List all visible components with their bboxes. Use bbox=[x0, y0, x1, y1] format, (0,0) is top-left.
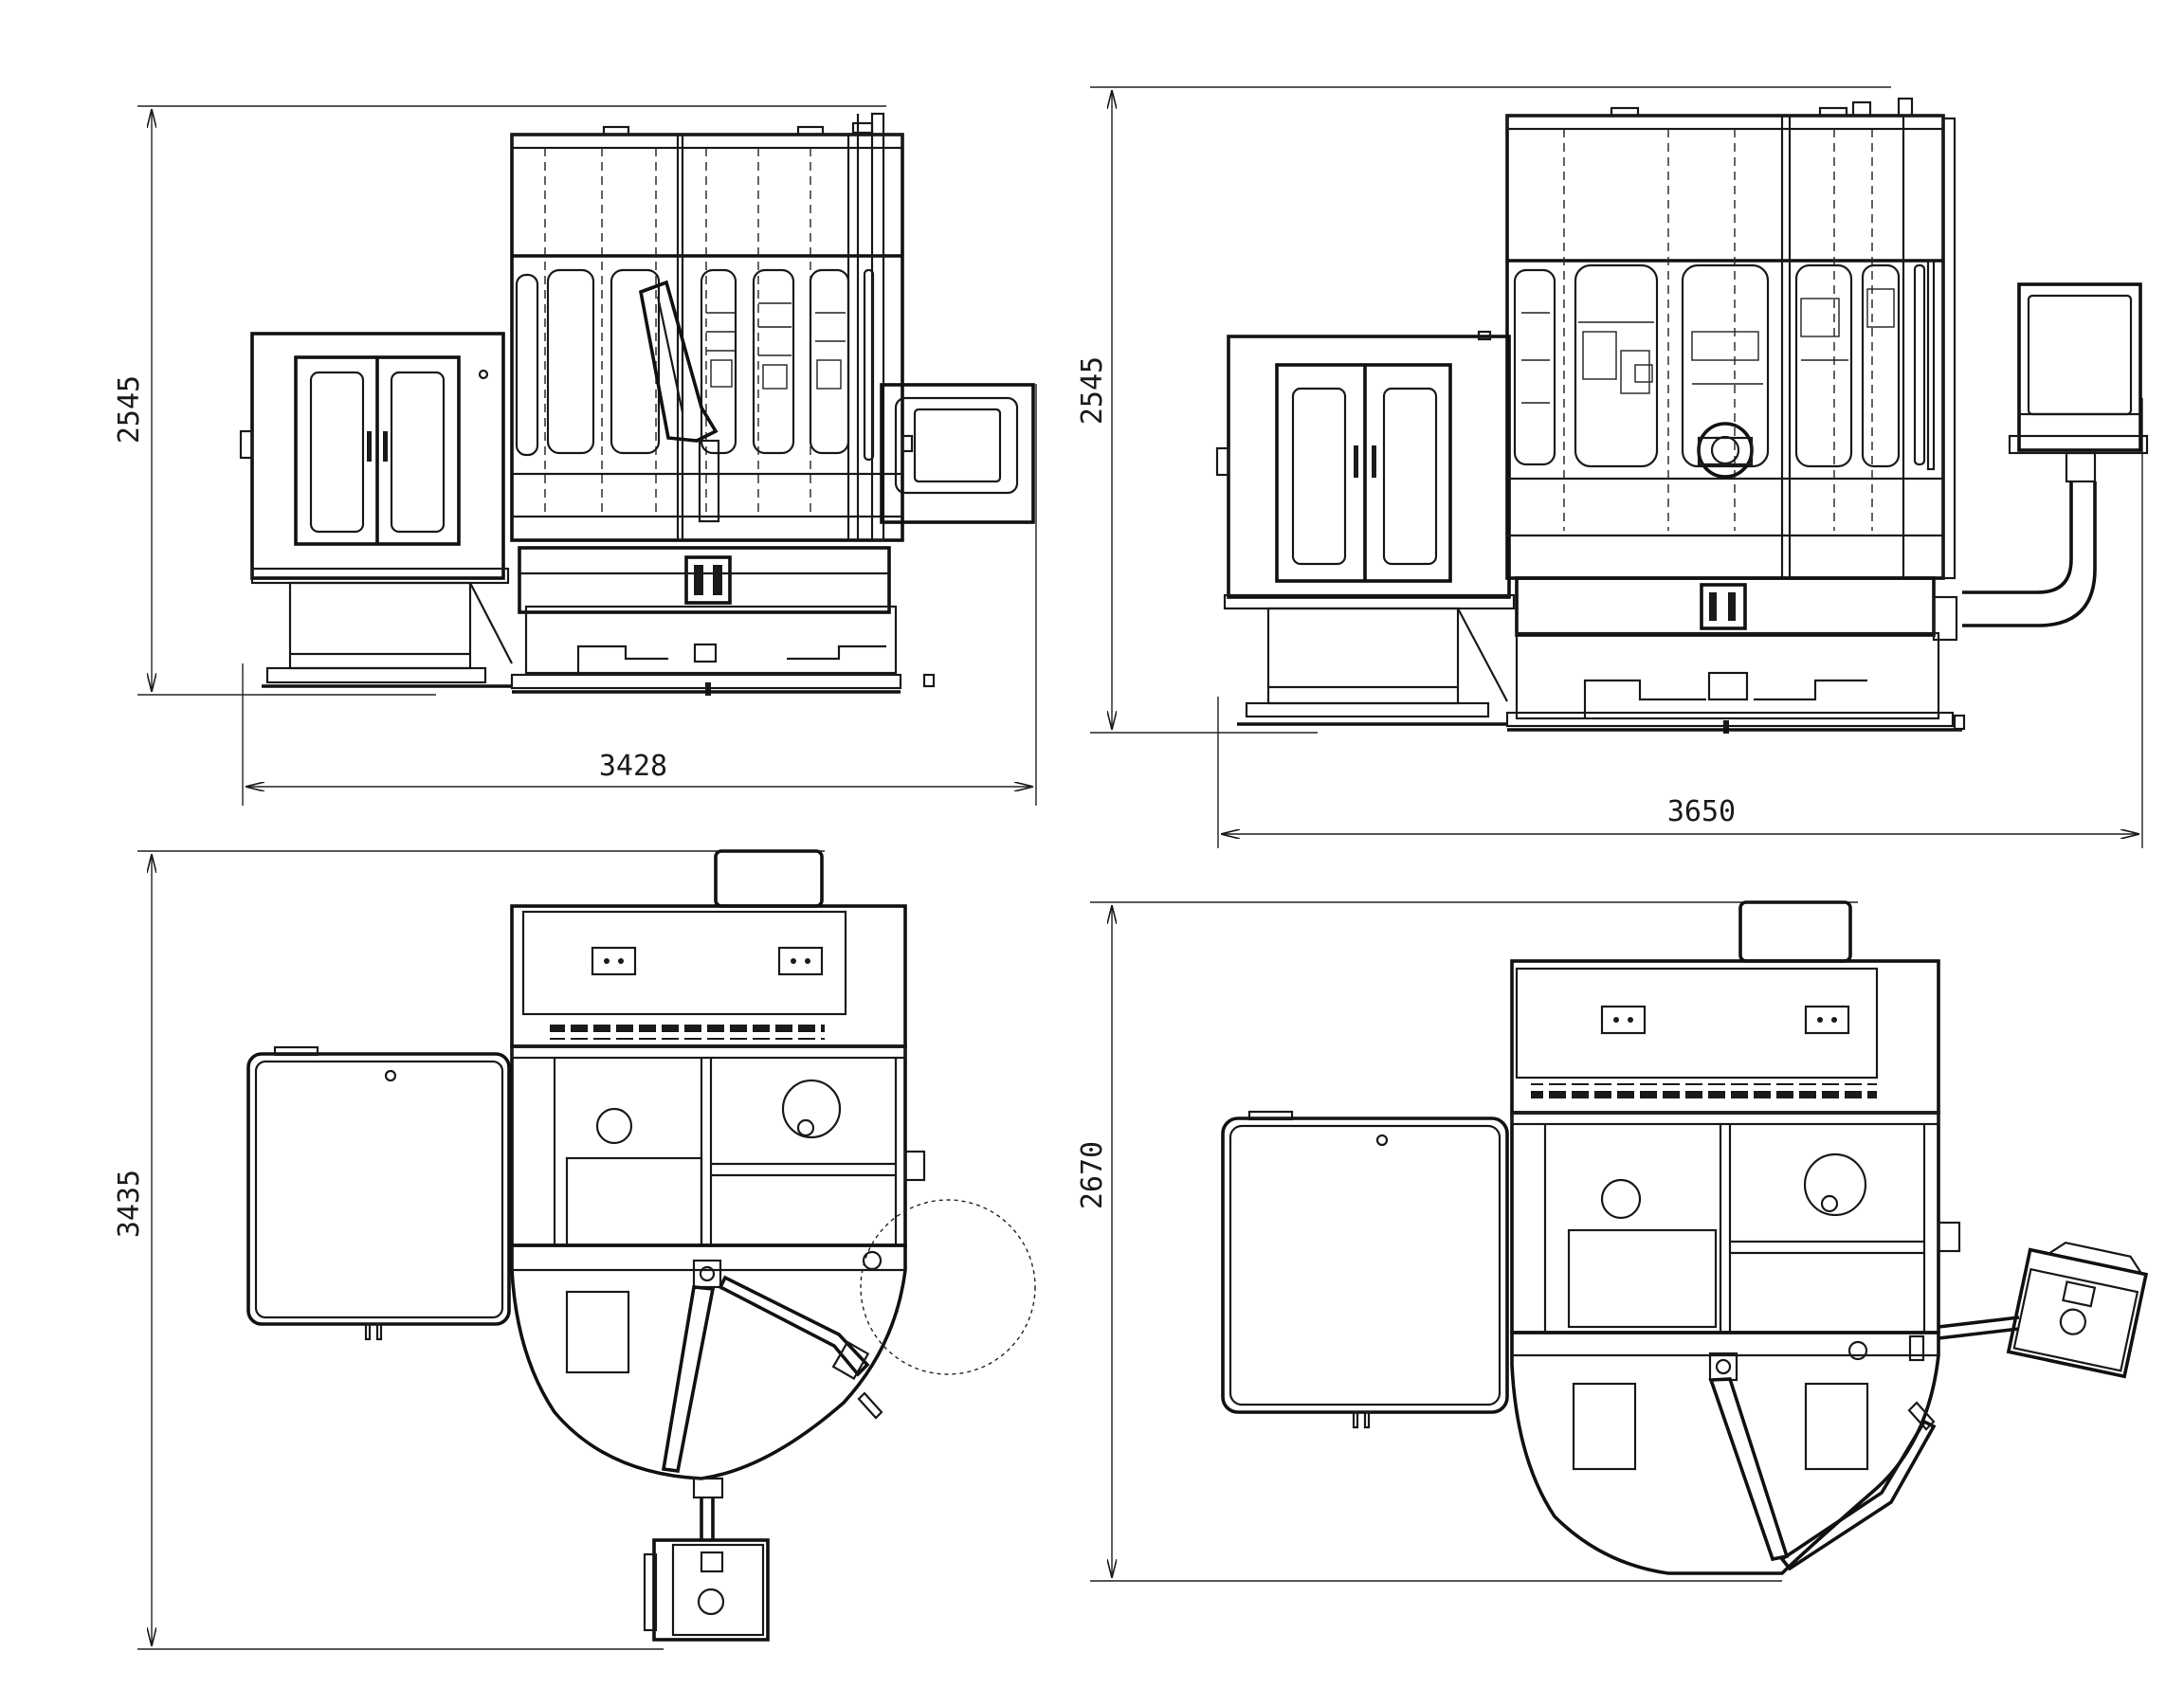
height-dimension-left-top: 3435 bbox=[113, 850, 825, 1650]
width-dimension-left-front: 3428 bbox=[242, 384, 1037, 806]
main-enclosure-right bbox=[1505, 97, 1966, 734]
control-panel-left bbox=[880, 383, 1035, 524]
dim-2670: 2670 bbox=[1076, 1141, 1109, 1209]
tool-cabinet-left bbox=[239, 332, 513, 688]
dim-3428: 3428 bbox=[599, 750, 667, 783]
control-panel-right bbox=[1962, 282, 2149, 627]
dim-3650: 3650 bbox=[1667, 795, 1736, 828]
front-view-right: 2545 3650 bbox=[1076, 86, 2149, 848]
dim-2545-a: 2545 bbox=[113, 375, 146, 444]
front-view-left: 2545 3428 bbox=[113, 105, 1037, 806]
top-view-right: 2670 bbox=[1076, 900, 2149, 1582]
width-dimension-right-front: 3650 bbox=[1217, 398, 2143, 848]
top-view-left: 3435 bbox=[113, 849, 1036, 1650]
height-dimension-left-front: 2545 bbox=[113, 105, 886, 696]
height-dimension-right-top: 2670 bbox=[1076, 901, 1858, 1582]
dim-3435: 3435 bbox=[113, 1170, 146, 1238]
main-enclosure-left bbox=[510, 112, 936, 696]
height-dimension-right-front: 2545 bbox=[1076, 86, 1891, 734]
tool-cabinet-right bbox=[1215, 330, 1516, 726]
dim-2545-b: 2545 bbox=[1076, 356, 1109, 425]
